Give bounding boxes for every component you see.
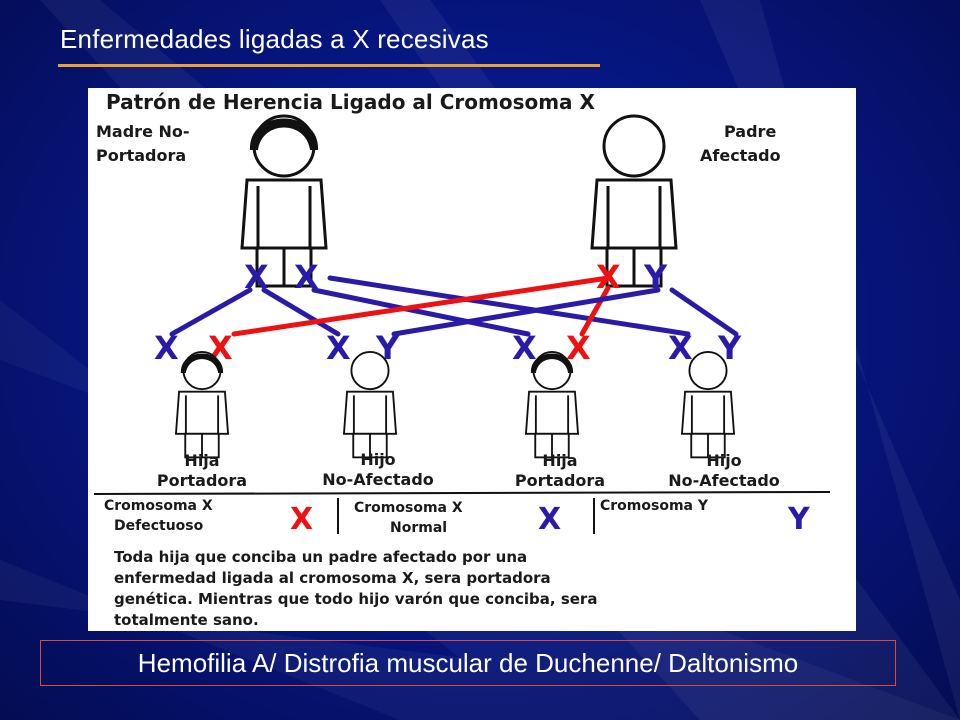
mother-chromosome-1: X: [244, 258, 269, 296]
title-underline: [58, 64, 600, 67]
child-2-chromosome-1: X: [326, 329, 351, 367]
child-4-label-1: Hijo: [706, 451, 741, 470]
disease-examples-caption: Hemofilia A/ Distrofia muscular de Duche…: [40, 640, 896, 686]
line-mx2-d2: [311, 287, 531, 337]
legend-normal-label-1: Cromosoma X: [354, 500, 463, 516]
line-fy-s1: [391, 287, 661, 337]
line-mx1-d1: [169, 287, 253, 337]
child-2-label-2: No-Afectado: [322, 470, 434, 489]
child-1-figure: [175, 351, 229, 459]
line-fx-d1: [231, 275, 611, 337]
inheritance-lines: [169, 275, 739, 337]
line-fx-d2: [579, 285, 611, 337]
child-4-label-2: No-Afectado: [668, 471, 780, 490]
line-mx2-s2: [327, 275, 691, 337]
diagram-heading: Patrón de Herencia Ligado al Cromosoma X: [106, 90, 596, 114]
child-4-figure: [681, 351, 735, 459]
diagram-svg: Patrón de Herencia Ligado al Cromosoma X…: [93, 90, 831, 629]
legend-normal-label-2: Normal: [390, 520, 447, 536]
child-3-chromosome-2: X: [566, 329, 591, 367]
line-fy-s2: [669, 287, 739, 337]
legend-defective-label-2: Defectuoso: [114, 518, 204, 534]
mother-chromosome-2: X: [294, 258, 319, 296]
father-chromosome-y: Y: [643, 258, 668, 296]
line-mx1-s1: [261, 287, 341, 337]
child-1-label-2: Portadora: [157, 471, 247, 490]
legend-y-symbol: Y: [787, 502, 811, 537]
legend-normal-symbol: X: [538, 502, 561, 537]
legend-divider: [93, 491, 831, 495]
child-2-label-1: Hijo: [360, 450, 395, 469]
note-line-3: genética. Mientras que todo hijo varón q…: [114, 590, 597, 608]
child-3-chromosome-1: X: [512, 329, 537, 367]
mother-label-2: Portadora: [96, 146, 186, 165]
child-3-figure: [525, 351, 579, 459]
legend-defective-symbol: X: [290, 502, 313, 537]
child-4-chromosome-1: X: [668, 329, 693, 367]
child-2-figure: [343, 351, 397, 459]
note-line-1: Toda hija que conciba un padre afectado …: [114, 548, 527, 566]
father-chromosome-x: X: [596, 258, 621, 296]
slide-title: Enfermedades ligadas a X recesivas: [60, 24, 489, 54]
child-3-label-2: Portadora: [515, 471, 605, 490]
father-label-1: Padre: [724, 122, 776, 141]
father-label-2: Afectado: [700, 146, 781, 165]
legend-defective-label-1: Cromosoma X: [104, 498, 213, 514]
inheritance-diagram: Patrón de Herencia Ligado al Cromosoma X…: [88, 88, 856, 631]
note-line-2: enfermedad ligada al cromosoma X, sera p…: [114, 569, 551, 587]
mother-label-1: Madre No-: [96, 122, 190, 141]
note-line-4: totalmente sano.: [114, 611, 259, 629]
child-1-chromosome-1: X: [154, 329, 179, 367]
child-3-label-1: Hija: [542, 451, 577, 470]
legend-y-label: Cromosoma Y: [600, 498, 709, 514]
child-1-label-1: Hija: [184, 451, 219, 470]
